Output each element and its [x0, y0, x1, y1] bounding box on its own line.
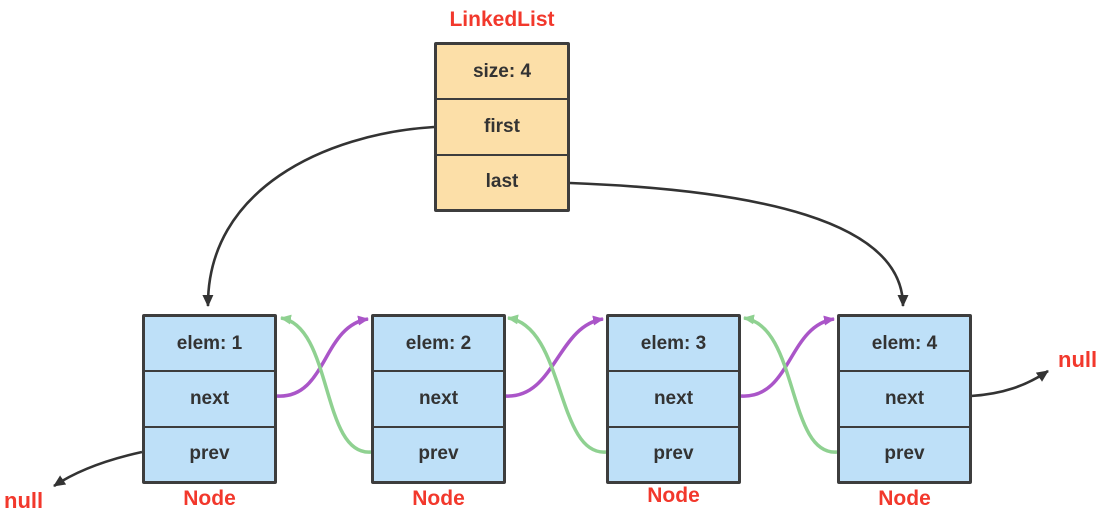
node-box-2: elem: 2 next prev — [371, 314, 506, 484]
node-next-cell: next — [609, 370, 738, 425]
node-box-4: elem: 4 next prev — [837, 314, 972, 484]
next-arrow-1-2 — [276, 315, 369, 398]
node-prev-cell: prev — [145, 425, 274, 481]
null-label-left: null — [4, 488, 44, 513]
node-prev-cell: prev — [374, 425, 503, 481]
next-arrow-3-4 — [740, 315, 835, 398]
first-pointer-arrow — [202, 125, 435, 307]
node-elem-cell: elem: 4 — [871, 332, 938, 354]
prev-null-arrow — [53, 450, 143, 488]
node-prev-cell: prev — [609, 425, 738, 481]
node-caption-1: Node — [183, 487, 236, 510]
linkedlist-first-cell: first — [437, 98, 567, 153]
node-box-1: elem: 1 next prev — [142, 314, 277, 484]
node-elem-cell: elem: 2 — [405, 332, 472, 354]
node-next-cell: next — [840, 370, 969, 425]
node-next-cell: next — [145, 370, 274, 425]
node-prev-cell: prev — [840, 425, 969, 481]
prev-arrow-2-1 — [280, 314, 372, 454]
linkedlist-title: LinkedList — [449, 8, 555, 31]
node-elem-cell: elem: 3 — [640, 332, 707, 354]
linkedlist-last-cell: last — [437, 153, 567, 209]
linkedlist-box: size: 4 first last — [434, 42, 570, 212]
node-caption-2: Node — [412, 487, 465, 510]
node-caption-3: Node — [647, 484, 700, 507]
last-pointer-arrow — [569, 181, 909, 307]
node-next-cell: next — [374, 370, 503, 425]
next-arrow-2-3 — [504, 315, 604, 398]
node-caption-4: Node — [878, 487, 931, 510]
node-elem-cell: elem: 1 — [176, 332, 243, 354]
next-null-arrow — [970, 369, 1049, 398]
node-box-3: elem: 3 next prev — [606, 314, 741, 484]
null-label-right: null — [1058, 347, 1098, 372]
linkedlist-size-cell: size: 4 — [472, 60, 532, 82]
prev-arrow-4-3 — [743, 314, 838, 454]
prev-arrow-3-2 — [507, 314, 607, 454]
